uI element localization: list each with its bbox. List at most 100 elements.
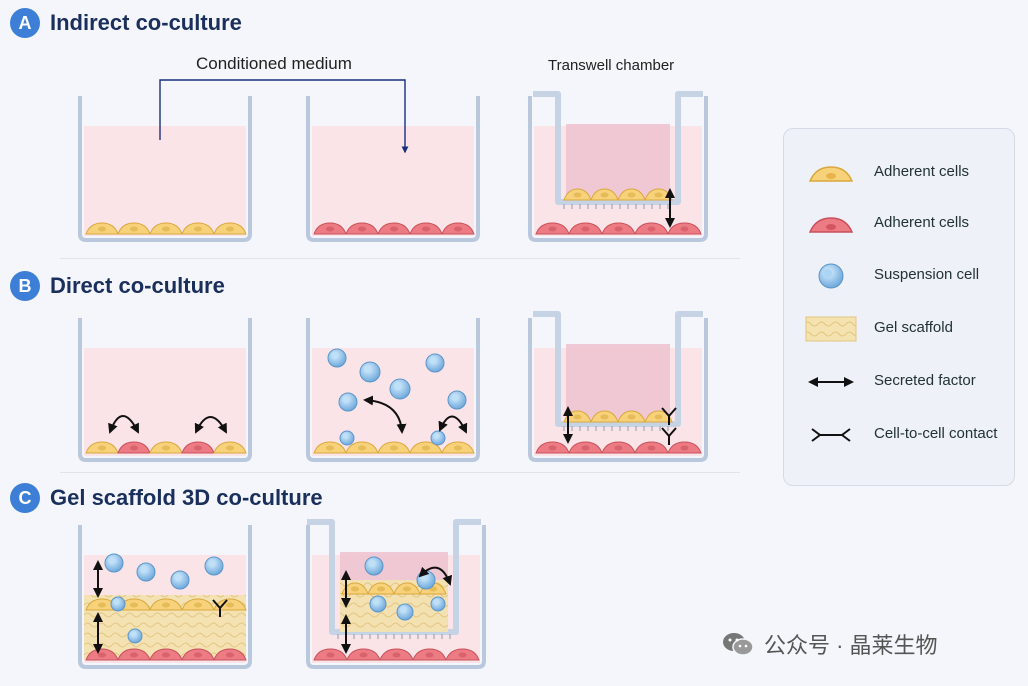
b-well-1-mixed-nucleus [162,445,170,451]
legend-label-red-cell: Adherent cells [874,214,970,231]
b-insert-yellow-nucleus [627,414,636,420]
gel-scaffold-icon [805,316,857,342]
b-suspension-cell-2 [425,353,445,373]
b-suspension-cell-2-highlight [429,357,436,364]
c-well-1-red-nucleus [194,652,202,658]
c-transwell-suspension-cell-1 [416,570,436,590]
c-well-2-red-nucleus [392,652,401,658]
a-transwell-insert-wall [533,91,703,205]
watermark-text: 公众号 · 晶莱生物 [764,633,938,658]
b-well-3-red-nucleus [647,445,656,451]
watermark: 公众号 · 晶莱生物 [722,628,938,660]
section-c-title: C Gel scaffold 3D co-culture [10,483,323,513]
b-suspension-cell-1 [359,361,381,383]
b-transwell-insert-medium [566,344,670,424]
b-suspension-cell-0-highlight [331,352,338,359]
c-well-1-red-nucleus [98,652,106,658]
b-well-1-factor-arrow-2 [194,416,227,434]
b-suspension-cell-1-highlight [364,366,371,373]
a-insert-yellow-nucleus [627,192,636,198]
legend-label-suspension-cell: Suspension cell [874,266,980,283]
c-insert-yellow-nucleus [377,586,385,592]
c-well-1-wall [78,525,252,669]
divider-ab [60,258,740,259]
b-well-1-medium [84,348,246,456]
c-transwell-suspension-cell-2 [369,595,387,613]
c-transwell-suspension-cell-4-highlight [433,599,439,605]
legend-item-suspension-cell: Suspension cell [784,256,1014,296]
a-well-3-red-nucleus [548,226,557,232]
c-well-2-wall [306,525,486,669]
a-well-2-wall [306,96,480,242]
b-well-2-factor-arrow-2 [438,415,468,434]
cell-contact-icon [811,428,851,442]
b-suspension-cell-5 [447,390,467,410]
c-well-1-suspension-cell-5 [127,628,143,644]
c-well-1-suspension-cell-0 [104,553,124,573]
a-well-1-wall [78,96,252,242]
b-well-2-factor-arrow-1 [363,395,407,434]
c-well-2-red-nucleus [458,652,467,658]
legend-label-yellow-cell: Adherent cells [874,163,970,180]
c-well-1-yellow-nucleus [162,602,170,608]
c-well-1-suspension-cell-3 [204,556,224,576]
legend-item-yellow-cell: Adherent cells [784,153,1014,193]
a-well-2-red-nucleus [422,226,430,232]
a-well-2-red-nucleus [326,226,334,232]
a-well-1-yellow-nucleus [194,226,202,232]
red-adherent-cell-icon [808,217,854,233]
a-well-1-yellow-nucleus [98,226,106,232]
a-well-2-red-nucleus [358,226,366,232]
c-well-1-suspension-cell-4 [110,596,126,612]
legend-item-gel-scaffold: Gel scaffold [784,309,1014,349]
a-well-3-red-nucleus [581,226,590,232]
b-well-1-mixed-nucleus [226,445,234,451]
a-well-1-yellow-nucleus [130,226,138,232]
b-insert-yellow-nucleus [654,414,663,420]
c-well-1-red-nucleus [226,652,234,658]
a-well-3-red-nucleus [680,226,689,232]
c-well-2-red-nucleus [425,652,434,658]
a-well-1-yellow-nucleus [226,226,234,232]
b-well-1-mixed-nucleus [98,445,106,451]
c-well-1-suspension-cell-5-highlight [130,631,136,637]
legend-label-gel-scaffold: Gel scaffold [874,319,953,336]
section-a-badge: A [10,8,40,38]
section-b-badge: B [10,271,40,301]
conditioned-medium-label: Conditioned medium [196,54,352,73]
b-well-2-yellow-nucleus [358,445,366,451]
b-suspension-cell-4 [338,392,358,412]
b-suspension-cell-7-highlight [433,433,439,439]
a-insert-yellow-nucleus [573,192,582,198]
section-c-title-text: Gel scaffold 3D co-culture [50,485,323,510]
a-insert-yellow-nucleus [600,192,609,198]
c-well-1-suspension-cell-3-highlight [208,560,215,567]
c-well-1-red-nucleus [162,652,170,658]
c-well-1-yellow-nucleus [98,602,106,608]
c-well-1-yellow-nucleus [194,602,202,608]
b-suspension-cell-6-highlight [342,433,348,439]
wechat-icon [723,633,754,656]
c-transwell-factor-arrow-curve [418,566,453,586]
conditioned-medium-transfer-arrow [159,79,409,154]
b-well-1-mixed-nucleus [194,445,202,451]
b-well-3-red-nucleus [680,445,689,451]
a-well-3-wall [528,96,708,242]
a-insert-yellow-nucleus [654,192,663,198]
b-well-2-yellow-nucleus [422,445,430,451]
c-well-2-red-nucleus [326,652,335,658]
b-well-2-yellow-nucleus [326,445,334,451]
c-well-1-red-nucleus [130,652,138,658]
b-well-1-factor-arrow-1 [108,415,139,434]
b-suspension-cell-6 [339,430,355,446]
a-well-2-red-nucleus [454,226,462,232]
c-transwell-suspension-cell-3-highlight [400,607,406,613]
b-suspension-cell-0 [327,348,347,368]
suspension-cell-icon [818,263,844,289]
c-well-1-contact [212,599,228,617]
yellow-adherent-cell-icon [808,166,854,182]
section-b-title: B Direct co-culture [10,271,225,301]
a-well-1-yellow-nucleus [162,226,170,232]
a-well-3-red-nucleus [614,226,623,232]
